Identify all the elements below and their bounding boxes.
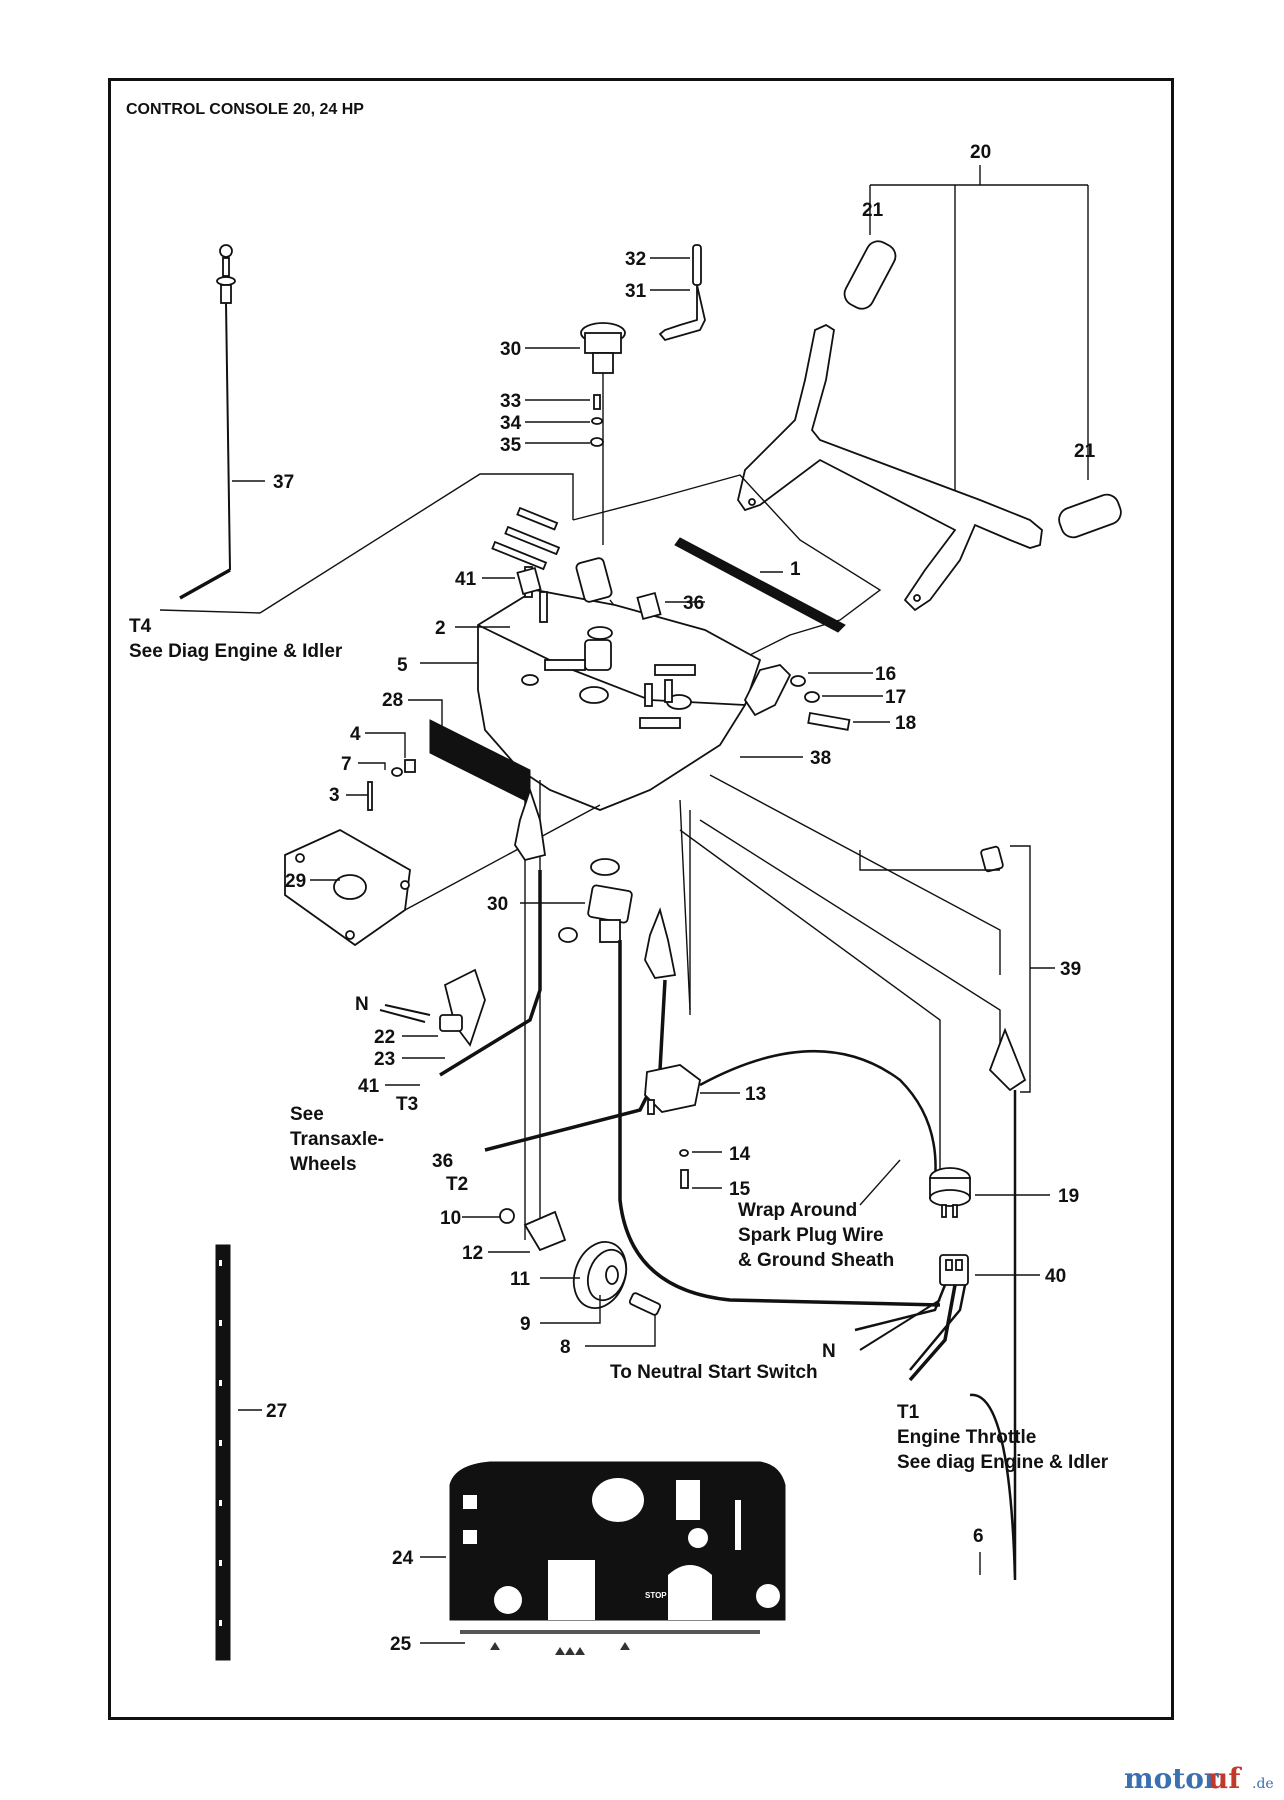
callout-10: 10 — [440, 1208, 461, 1229]
pulley-assembly — [499, 1208, 662, 1316]
callout-T3: T3 — [396, 1094, 418, 1115]
note-see: See — [290, 1104, 324, 1125]
callout-5: 5 — [397, 655, 408, 676]
throttle-lever — [658, 244, 706, 342]
callout-15: 15 — [729, 1179, 751, 1200]
mounting-plate — [284, 828, 411, 947]
callout-39: 39 — [1060, 959, 1081, 980]
handlebar-assembly — [737, 240, 1122, 612]
control-console — [477, 557, 762, 811]
key-switch — [929, 1167, 971, 1218]
small-fasteners-4-7-3 — [367, 759, 416, 811]
choke-knob — [580, 322, 626, 545]
callout-27: 27 — [266, 1401, 287, 1422]
callout-22: 22 — [374, 1027, 395, 1048]
callout-T4: T4 — [129, 616, 152, 637]
watermark-logo: motor uf .de — [1124, 1762, 1274, 1795]
callout-T2: T2 — [446, 1174, 468, 1195]
note-spark-plug: Spark Plug Wire — [738, 1225, 884, 1246]
note-see-diag-engine: See Diag Engine & Idler — [129, 641, 343, 662]
choke-cable-bracket — [379, 968, 486, 1047]
callout-30b: 30 — [487, 894, 508, 915]
throttle-bracket — [969, 845, 1027, 1581]
solenoid — [644, 1049, 937, 1181]
callout-23: 23 — [374, 1049, 395, 1070]
callout-21b: 21 — [1074, 441, 1096, 462]
callout-35: 35 — [500, 435, 522, 456]
watermark-suffix: .de — [1252, 1776, 1274, 1792]
callout-31: 31 — [625, 281, 647, 302]
callout-13: 13 — [745, 1084, 766, 1105]
note-neutral-start: To Neutral Start Switch — [610, 1362, 818, 1383]
callout-1: 1 — [790, 559, 801, 580]
callout-T1: T1 — [897, 1402, 920, 1423]
watermark-part1: motor — [1124, 1762, 1220, 1795]
callout-N2: N — [822, 1341, 836, 1362]
note-engine-throttle: Engine Throttle — [897, 1427, 1036, 1448]
dipstick — [179, 244, 236, 600]
warning-decal — [460, 1630, 760, 1655]
callout-40: 40 — [1045, 1266, 1066, 1287]
callout-38: 38 — [810, 748, 831, 769]
callout-32: 32 — [625, 249, 646, 270]
decal-stop-text: STOP — [645, 1591, 667, 1600]
callout-6: 6 — [973, 1526, 984, 1547]
callout-2: 2 — [435, 618, 446, 639]
callout-16: 16 — [875, 664, 896, 685]
callout-41b: 41 — [358, 1076, 380, 1097]
callout-11: 11 — [510, 1269, 531, 1290]
callout-29: 29 — [285, 871, 306, 892]
callout-30a: 30 — [500, 339, 521, 360]
callout-4: 4 — [350, 724, 361, 745]
callout-34: 34 — [500, 413, 522, 434]
watermark-part2: uf — [1208, 1762, 1242, 1795]
fasteners-33-35 — [590, 394, 604, 447]
callout-N1: N — [355, 994, 369, 1015]
callout-21a: 21 — [862, 200, 884, 221]
callout-3: 3 — [329, 785, 340, 806]
callout-19: 19 — [1058, 1186, 1079, 1207]
callout-41a: 41 — [455, 569, 477, 590]
note-wrap-around: Wrap Around — [738, 1200, 857, 1221]
callout-28: 28 — [382, 690, 403, 711]
callout-8: 8 — [560, 1337, 571, 1358]
left-lever-bracket — [439, 787, 547, 1077]
callout-20: 20 — [970, 142, 991, 163]
control-panel-decal: STOP — [449, 1461, 786, 1621]
note-see-diag-engine-2: See diag Engine & Idler — [897, 1452, 1109, 1473]
wire-harness-connector — [854, 1254, 969, 1382]
callout-33: 33 — [500, 391, 521, 412]
callout-25: 25 — [390, 1634, 412, 1655]
callout-36b: 36 — [432, 1151, 453, 1172]
callout-36a: 36 — [683, 593, 704, 614]
ruler-decal — [215, 1244, 231, 1661]
note-ground-sheath: & Ground Sheath — [738, 1250, 894, 1271]
callout-12: 12 — [462, 1243, 483, 1264]
note-wheels: Wheels — [290, 1154, 357, 1175]
callout-14: 14 — [729, 1144, 751, 1165]
callout-37: 37 — [273, 472, 294, 493]
callout-18: 18 — [895, 713, 916, 734]
right-bracket-fasteners — [743, 664, 851, 731]
note-transaxle: Transaxle- — [290, 1129, 384, 1150]
diagram-frame — [108, 78, 1174, 1720]
ignition-switch — [558, 858, 633, 943]
diagram-title: CONTROL CONSOLE 20, 24 HP — [126, 101, 364, 118]
callout-17: 17 — [885, 687, 906, 708]
callout-7: 7 — [341, 754, 352, 775]
callout-9: 9 — [520, 1314, 531, 1335]
callout-24: 24 — [392, 1548, 414, 1569]
